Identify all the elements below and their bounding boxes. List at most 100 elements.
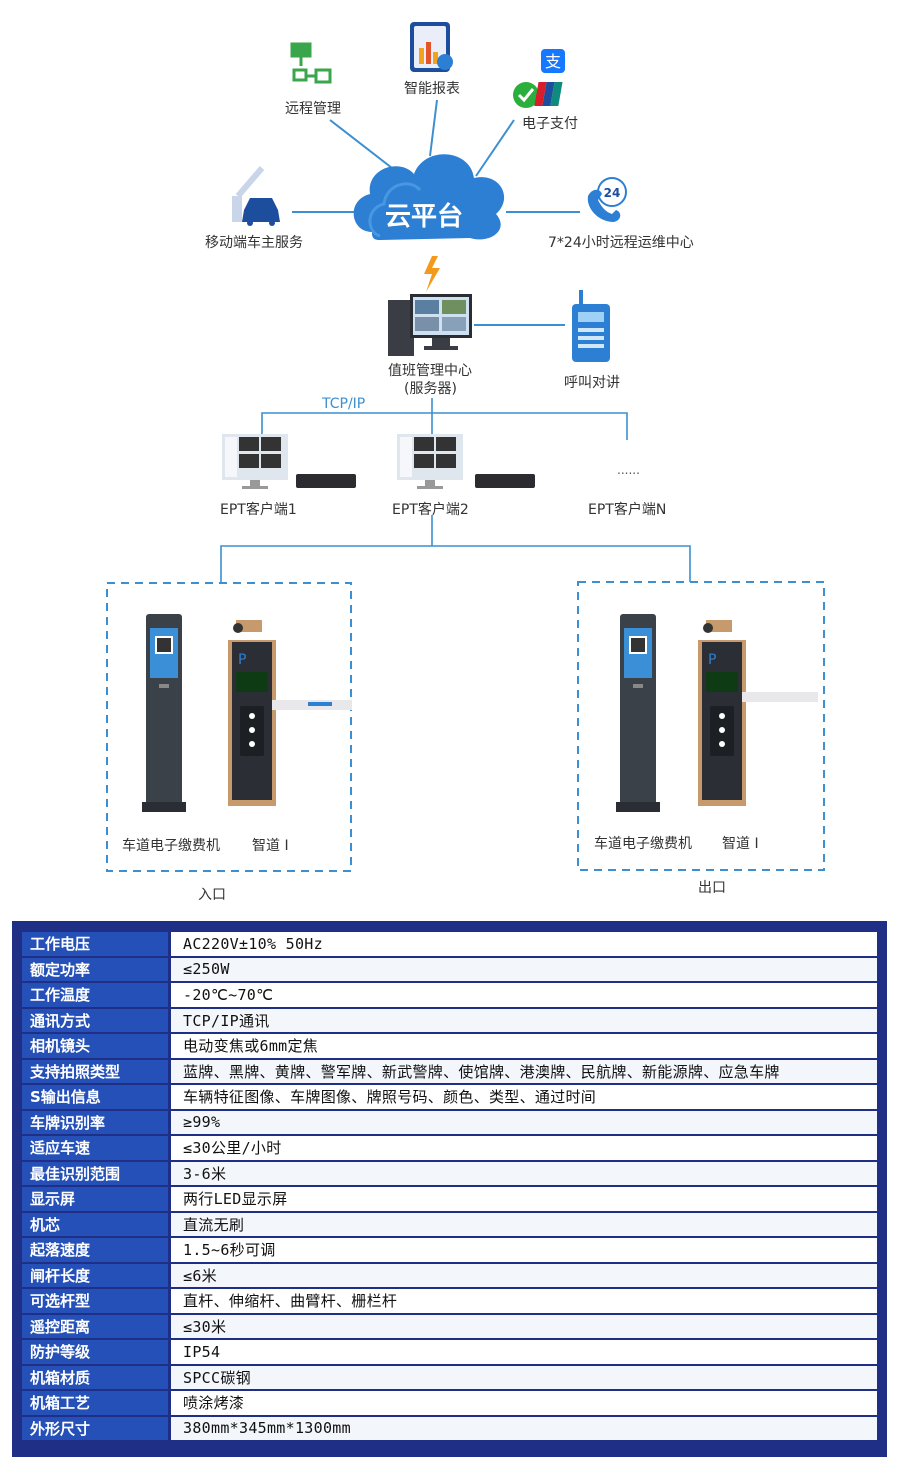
barrier-gate-icon: P <box>228 620 352 806</box>
spec-value: 车辆特征图像、车牌图像、牌照号码、颜色、类型、通过时间 <box>168 1085 877 1109</box>
alipay-icon: 支 <box>541 49 565 73</box>
topology-canvas: 支 24 <box>106 22 825 872</box>
spec-key: 支持拍照类型 <box>22 1059 168 1083</box>
spec-key: 闸杆长度 <box>22 1263 168 1287</box>
spec-value: -20℃~70℃ <box>168 983 877 1007</box>
unionpay-icon <box>534 82 563 106</box>
spec-value: ≤30米 <box>168 1314 877 1338</box>
spec-value: 1.5~6秒可调 <box>168 1238 877 1262</box>
spec-row: 显示屏两行LED显示屏 <box>22 1187 877 1211</box>
lightning-icon <box>424 256 440 292</box>
mobile-service-label: 移动端车主服务 <box>205 235 303 251</box>
spec-value: 喷涂烤漆 <box>168 1391 877 1415</box>
spec-key: 起落速度 <box>22 1238 168 1262</box>
svg-text:支: 支 <box>545 52 561 71</box>
walkie-talkie-icon <box>572 290 610 362</box>
exit-caption: 出口 <box>698 880 726 896</box>
client-2-label: EPT客户端2 <box>392 502 469 518</box>
spec-value: IP54 <box>168 1340 877 1364</box>
spec-row: 机芯直流无刷 <box>22 1212 877 1236</box>
duty-center-sublabel: (服务器) <box>404 381 457 397</box>
protocol-label: TCP/IP <box>322 396 366 412</box>
spec-row: 机箱工艺喷涂烤漆 <box>22 1391 877 1415</box>
spec-key: 外形尺寸 <box>22 1416 168 1440</box>
spec-key: 车牌识别率 <box>22 1110 168 1134</box>
ops-center-label: 7*24小时远程运维中心 <box>548 235 694 251</box>
client-monitor-icon <box>222 434 288 489</box>
spec-value: 两行LED显示屏 <box>168 1187 877 1211</box>
spec-key: 机箱工艺 <box>22 1391 168 1415</box>
network-lines <box>220 398 691 582</box>
spec-value: ≤30公里/小时 <box>168 1136 877 1160</box>
entrance-kiosk-label: 车道电子缴费机 <box>122 838 220 854</box>
nvr-device-icon <box>296 474 356 488</box>
wechat-pay-icon <box>513 82 539 108</box>
spec-value: TCP/IP通讯 <box>168 1008 877 1032</box>
spec-key: 防护等级 <box>22 1340 168 1364</box>
spec-value: ≤250W <box>168 957 877 981</box>
spec-key: 工作温度 <box>22 983 168 1007</box>
spec-row: 额定功率≤250W <box>22 957 877 981</box>
client-n-label: EPT客户端N <box>588 502 667 518</box>
duty-center-label: 值班管理中心 <box>388 363 472 379</box>
spec-row: 闸杆长度≤6米 <box>22 1263 877 1287</box>
network-icon <box>290 42 332 84</box>
e-payment-label: 电子支付 <box>522 116 578 132</box>
spec-key: 遥控距离 <box>22 1314 168 1338</box>
spec-key: 工作电压 <box>22 932 168 956</box>
cloud-connectors <box>292 99 580 326</box>
client-ellipsis: ...... <box>617 463 640 477</box>
exit-lane-box <box>577 581 825 871</box>
spec-row: 支持拍照类型蓝牌、黑牌、黄牌、警军牌、新武警牌、使馆牌、港澳牌、民航牌、新能源牌… <box>22 1059 877 1083</box>
remote-management-label: 远程管理 <box>285 101 341 117</box>
spec-value: AC220V±10% 50Hz <box>168 932 877 956</box>
spec-key: 额定功率 <box>22 957 168 981</box>
spec-key: 可选杆型 <box>22 1289 168 1313</box>
payment-kiosk-icon <box>616 614 660 812</box>
exit-gate-label: 智道 I <box>722 836 759 852</box>
spec-key: 机箱材质 <box>22 1365 168 1389</box>
svg-text:P: P <box>708 652 716 668</box>
cloud-platform-label: 云平台 <box>385 202 464 232</box>
nvr-device-icon <box>475 474 535 488</box>
spec-key: 通讯方式 <box>22 1008 168 1032</box>
spec-row: 遥控距离≤30米 <box>22 1314 877 1338</box>
badge-24: 24 <box>604 186 621 200</box>
cloud-platform <box>353 154 505 240</box>
spec-key: 显示屏 <box>22 1187 168 1211</box>
spec-key: S输出信息 <box>22 1085 168 1109</box>
spec-row: 适应车速≤30公里/小时 <box>22 1136 877 1160</box>
car-barrier-icon <box>232 166 280 226</box>
spec-key: 相机镜头 <box>22 1034 168 1058</box>
spec-value: 直杆、伸缩杆、曲臂杆、栅栏杆 <box>168 1289 877 1313</box>
entrance-gate-label: 智道 I <box>252 838 289 854</box>
exit-kiosk-label: 车道电子缴费机 <box>594 836 692 852</box>
client-monitor-icon <box>397 434 463 489</box>
spec-value: ≥99% <box>168 1110 877 1134</box>
entrance-caption: 入口 <box>198 887 226 903</box>
spec-key: 最佳识别范围 <box>22 1161 168 1185</box>
spec-value: 380mm*345mm*1300mm <box>168 1416 877 1440</box>
spec-key: 机芯 <box>22 1212 168 1236</box>
spec-value: SPCC碳钢 <box>168 1365 877 1389</box>
spec-value: 3-6米 <box>168 1161 877 1185</box>
svg-text:P: P <box>238 652 246 668</box>
spec-row: S输出信息车辆特征图像、车牌图像、牌照号码、颜色、类型、通过时间 <box>22 1085 877 1109</box>
intercom-label: 呼叫对讲 <box>564 375 620 391</box>
spec-row: 工作温度-20℃~70℃ <box>22 983 877 1007</box>
payment-kiosk-icon <box>142 614 186 812</box>
system-topology-diagram: 支 24 <box>106 22 825 903</box>
report-icon <box>410 22 453 72</box>
spec-value: 直流无刷 <box>168 1212 877 1236</box>
smart-report-label: 智能报表 <box>404 81 460 97</box>
spec-row: 相机镜头电动变焦或6mm定焦 <box>22 1034 877 1058</box>
